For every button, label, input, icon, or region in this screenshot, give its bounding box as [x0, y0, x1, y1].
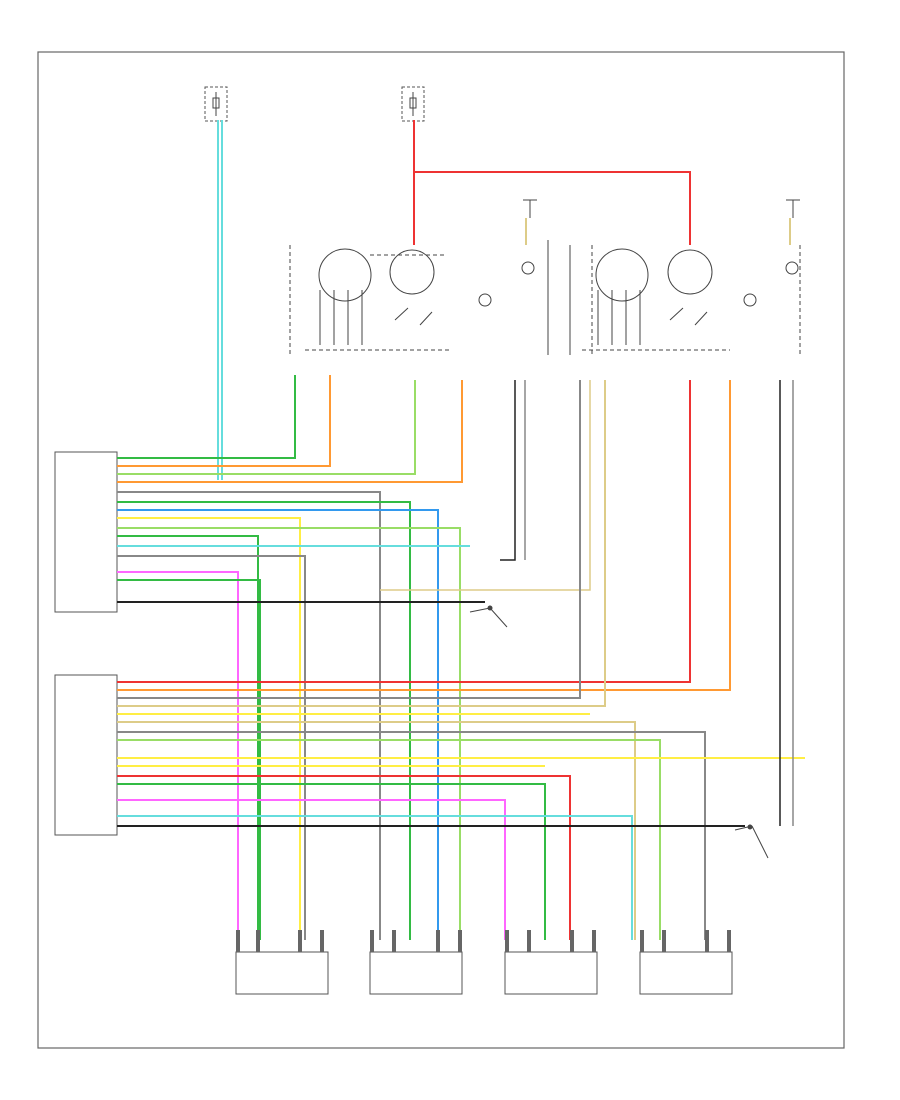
- motor-icon: [743, 293, 757, 307]
- wire-red: [117, 380, 691, 683]
- splice-dot-icon: [747, 824, 753, 830]
- wire-red: [117, 775, 571, 940]
- wire-green: [117, 501, 411, 940]
- terminal-pin: [320, 930, 324, 952]
- terminal-pin: [256, 930, 260, 952]
- wire-orange: [117, 380, 463, 483]
- motor-icon: [785, 261, 799, 275]
- ground-switch-left: [469, 605, 508, 628]
- wire-gray: [117, 731, 706, 940]
- wire-gray: [117, 491, 381, 940]
- wire-orange: [117, 380, 731, 691]
- fuse-block-right: [401, 86, 425, 122]
- right-seat-switch: [569, 245, 730, 355]
- terminal-pin: [662, 930, 666, 952]
- fuse-icon: [409, 97, 417, 109]
- seat-heater-rf: [504, 951, 598, 995]
- terminal-pin: [392, 930, 396, 952]
- seat-heater-lf: [235, 951, 329, 995]
- terminal-pin: [436, 930, 440, 952]
- wire-pink: [117, 799, 506, 940]
- terminal-pin: [727, 930, 731, 952]
- switch-icon: [318, 248, 372, 302]
- wire-orange: [117, 375, 331, 467]
- switch-icon: [595, 248, 649, 302]
- wire-pink: [117, 571, 239, 940]
- wire-cyan: [117, 815, 633, 940]
- wire-black: [500, 380, 516, 561]
- terminal-pin: [298, 930, 302, 952]
- wire-green: [117, 375, 296, 459]
- motor-icon: [478, 293, 492, 307]
- terminal-pin: [640, 930, 644, 952]
- terminal-pin: [570, 930, 574, 952]
- wire-lightgreen: [117, 527, 461, 940]
- fuse-block-left: [204, 86, 228, 122]
- wire-yellow: [117, 517, 301, 940]
- terminal-pin: [592, 930, 596, 952]
- ground-icon: [786, 199, 800, 218]
- fuse-icon: [212, 97, 220, 109]
- wire-tan: [117, 721, 636, 940]
- wire-gray: [117, 555, 306, 940]
- switch-icon: [667, 249, 713, 295]
- ground-icon: [523, 199, 537, 218]
- terminal-pin: [236, 930, 240, 952]
- seat-heater-rr: [639, 951, 733, 995]
- splice-dot-icon: [487, 605, 493, 611]
- terminal-pin: [458, 930, 462, 952]
- ground-switch-right: [734, 824, 769, 859]
- wire-lightgreen: [117, 739, 661, 940]
- wire-tan: [117, 380, 606, 707]
- terminal-pin: [505, 930, 509, 952]
- right-module-connector: [54, 674, 118, 836]
- diagram-frame: [37, 51, 845, 1049]
- terminal-pin: [370, 930, 374, 952]
- wire-blue: [117, 509, 439, 940]
- terminal-pin: [527, 930, 531, 952]
- wire-lightgreen: [117, 380, 416, 475]
- terminal-pin: [705, 930, 709, 952]
- wire-green: [117, 783, 546, 940]
- wire-green: [117, 579, 261, 940]
- left-seat-switch: [289, 245, 450, 355]
- switch-icon: [389, 249, 435, 295]
- seat-heater-lr: [369, 951, 463, 995]
- wire-green: [117, 535, 259, 940]
- left-module-connector: [54, 451, 118, 613]
- motor-icon: [521, 261, 535, 275]
- wire-tan: [380, 380, 591, 591]
- wire-gray: [117, 380, 581, 699]
